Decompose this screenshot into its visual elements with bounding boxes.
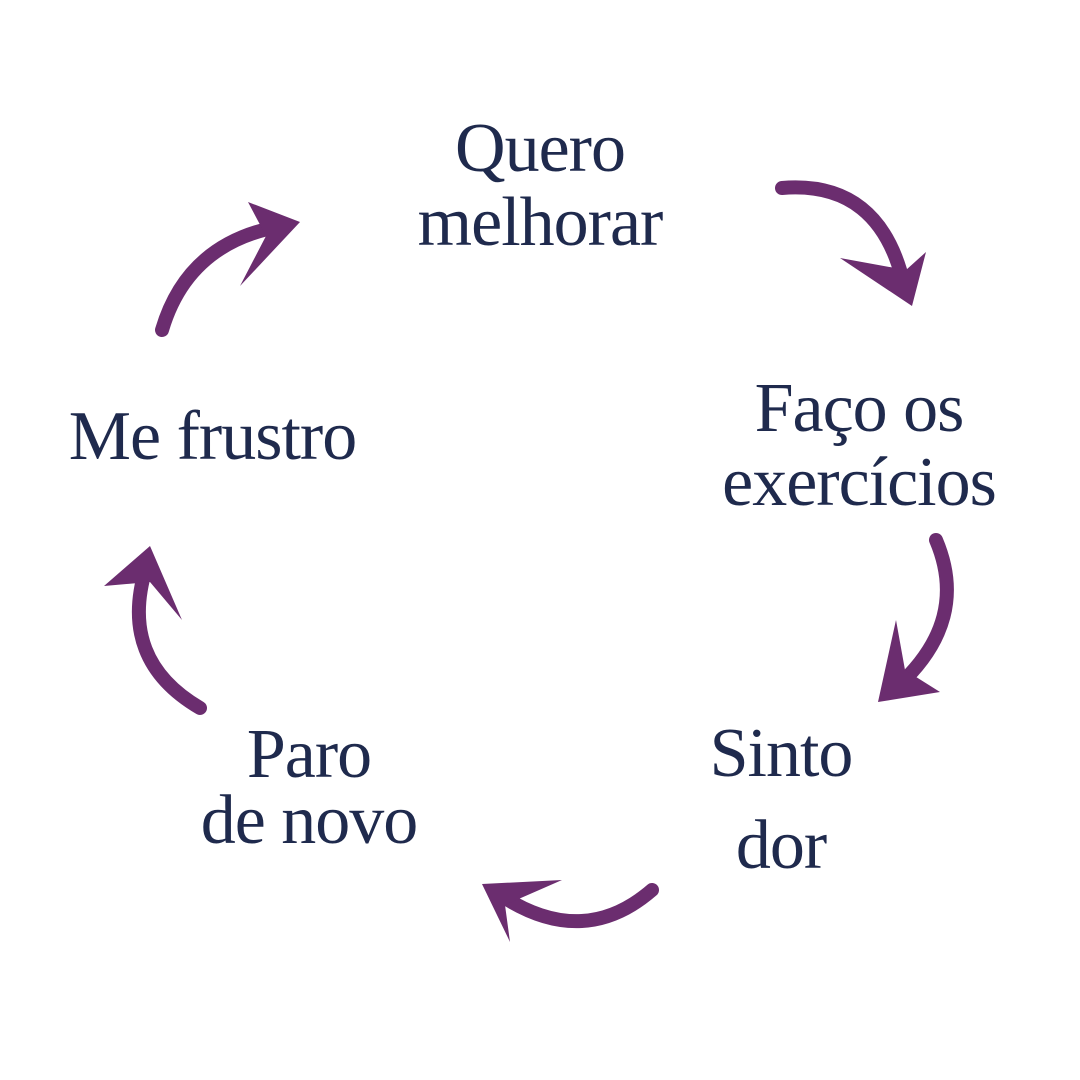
arrow-5-icon xyxy=(155,219,289,337)
arrowhead-2-icon xyxy=(878,620,940,702)
node-line: Paro xyxy=(246,716,372,793)
arrow-3-icon xyxy=(498,883,659,929)
arrow-2-icon xyxy=(891,533,954,693)
node-line: exercícios xyxy=(722,444,997,521)
node-line: de novo xyxy=(200,782,419,859)
node-line: Me frustro xyxy=(68,398,357,475)
arrow-4-icon xyxy=(131,561,207,715)
arrowhead-5-icon xyxy=(240,202,300,286)
node-paro-de-novo: Paro de novo xyxy=(170,716,448,859)
node-me-frustro: Me frustro xyxy=(40,400,385,474)
node-line: Sinto xyxy=(709,715,854,792)
node-line: melhorar xyxy=(417,184,664,261)
node-line: Faço os xyxy=(754,370,965,447)
node-line: Quero xyxy=(455,110,626,187)
node-sinto-dor: Sinto dor xyxy=(680,708,882,892)
node-quero-melhorar: Quero melhorar xyxy=(390,112,690,260)
arrowhead-4-icon xyxy=(104,546,182,620)
arrowhead-1-icon xyxy=(840,252,926,306)
arrowhead-3-icon xyxy=(482,880,562,942)
node-line: dor xyxy=(735,807,827,884)
arrow-1-icon xyxy=(775,180,911,292)
node-faco-os-exercicios: Faço os exercícios xyxy=(700,372,1018,520)
